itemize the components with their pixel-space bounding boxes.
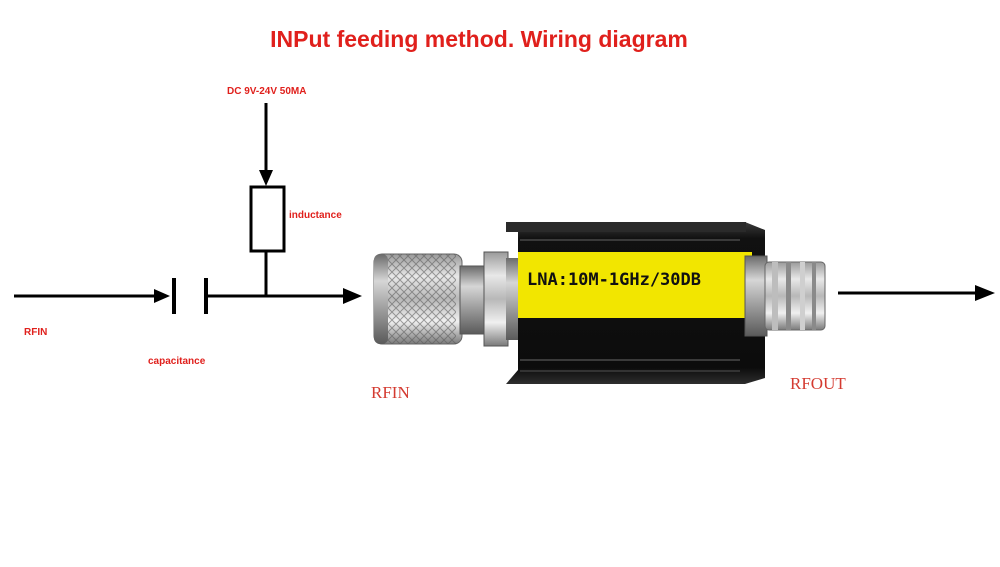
capacitor-symbol	[172, 278, 208, 314]
input-connector	[373, 251, 518, 347]
amplifier-body	[506, 222, 765, 384]
dc-supply-label: DC 9V-24V 50MA	[227, 86, 307, 97]
diagram-title: INPut feeding method. Wiring diagram	[270, 26, 688, 52]
device-rfin-label: RFIN	[371, 383, 410, 402]
rf-input-line	[14, 289, 170, 303]
rf-output-arrow	[838, 285, 995, 301]
inductor-symbol	[249, 185, 286, 253]
output-connector	[744, 255, 826, 337]
lna-device	[373, 222, 826, 384]
capacitance-label: capacitance	[148, 356, 206, 367]
device-rfout-label: RFOUT	[790, 374, 846, 393]
dc-feed-arrow	[259, 103, 273, 186]
inductance-label: inductance	[289, 210, 342, 221]
feed-line-to-device	[206, 288, 362, 304]
device-label-plate	[518, 252, 752, 318]
rfin-input-label: RFIN	[24, 327, 48, 338]
device-model-label: LNA:10M-1GHz/30DB	[527, 270, 701, 290]
